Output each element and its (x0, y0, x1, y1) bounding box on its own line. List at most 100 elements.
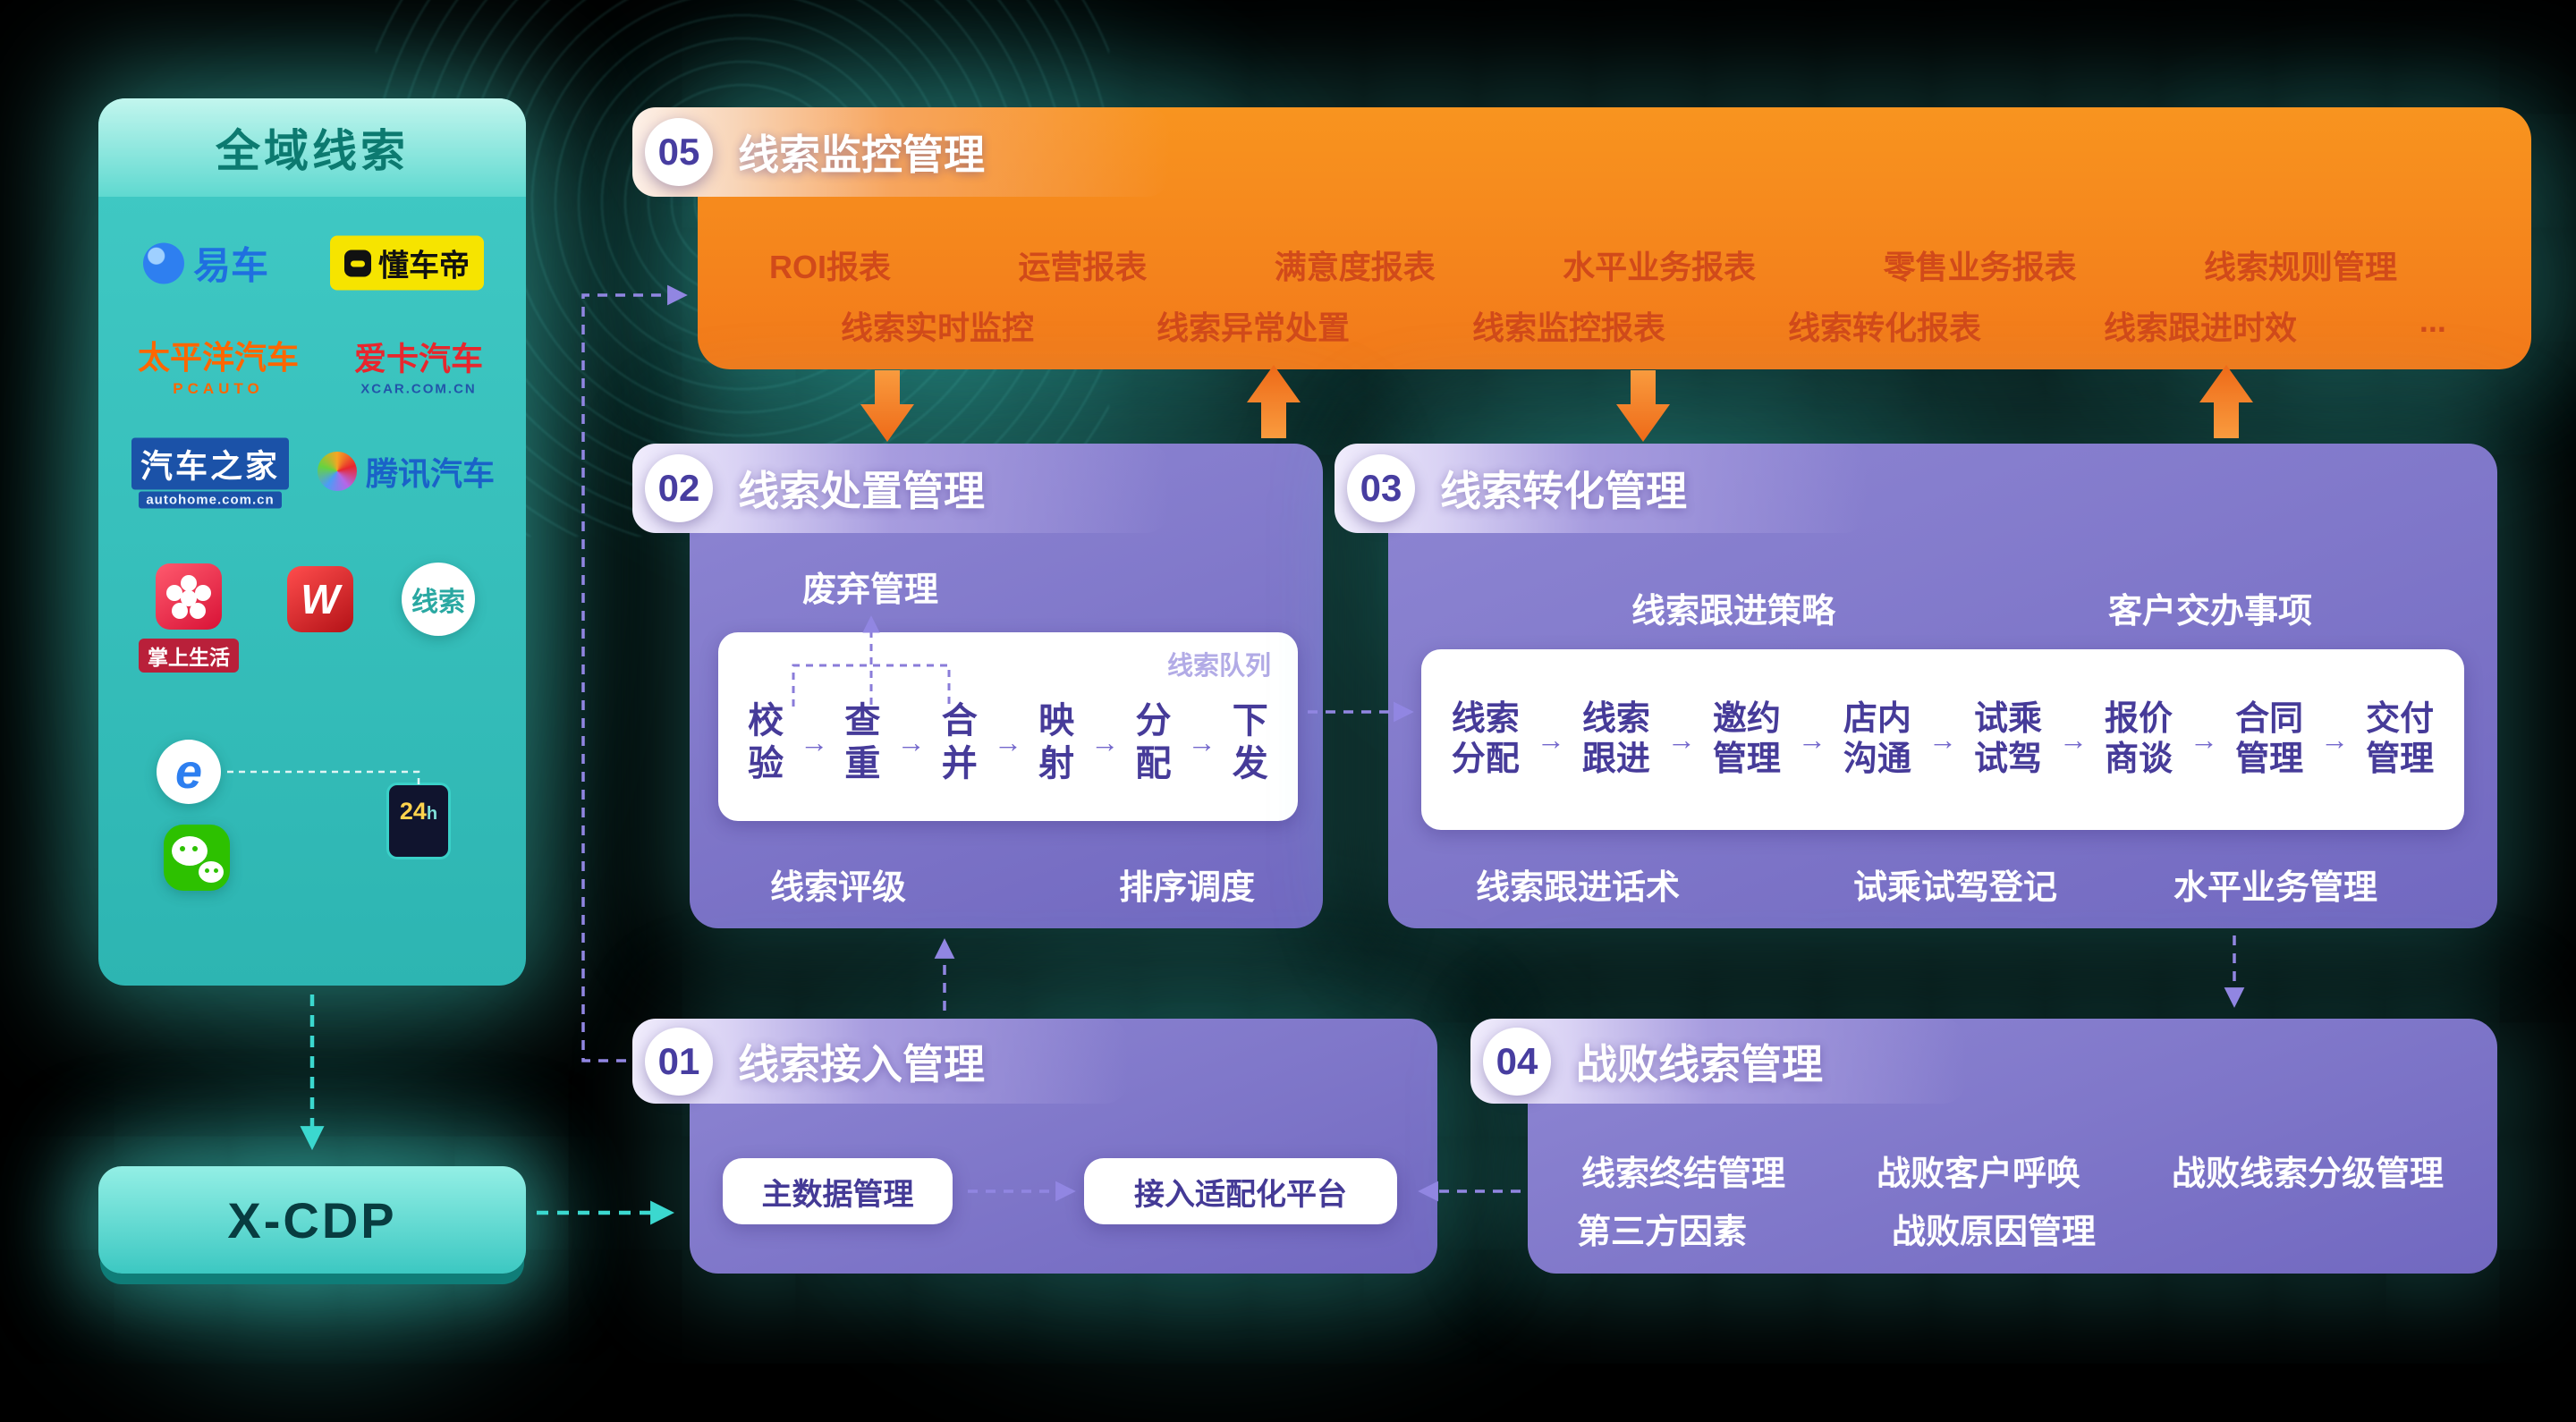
dongchedi-icon (344, 250, 371, 276)
panel-lead-monitoring: 05 线索监控管理 ROI报表 运营报表 满意度报表 水平业务报表 零售业务报表… (632, 107, 2531, 369)
xcdp-block: X-CDP (98, 1166, 526, 1274)
arrow-monitoring-to-disposal (860, 370, 914, 442)
lead-termination-label: 线索终结管理 (1581, 1155, 1786, 1193)
zhangshang-app-icon (156, 563, 222, 630)
monitoring-item: 线索规则管理 (2203, 249, 2397, 285)
flow-arrow-icon: → (1797, 723, 1826, 756)
panel-05-number: 05 (645, 118, 713, 186)
monitoring-item: 满意度报表 (1274, 249, 1436, 285)
flow-arrow-icon: → (1187, 726, 1216, 758)
step: 映射 (1038, 701, 1075, 783)
discard-management-label: 废弃管理 (801, 571, 939, 609)
monitoring-item: 线索跟进时效 (2103, 309, 2297, 346)
flow-arrow-icon: → (800, 726, 829, 758)
step: 试乘试驾 (1973, 700, 2042, 778)
defeated-row1: 线索终结管理 战败客户呼唤 战败线索分级管理 (1581, 1146, 2444, 1195)
third-party-factor-label: 第三方因素 (1577, 1214, 1748, 1251)
panel-02-title: 线索处置管理 (738, 468, 985, 514)
arrow-monitoring-to-conversion (1616, 370, 1670, 442)
panel-03-badge: 03 线索转化管理 (1335, 444, 1868, 533)
panel-05-title: 线索监控管理 (738, 131, 985, 178)
monitoring-item: ROI报表 (769, 249, 892, 285)
logo-zhangshang: 掌上生活 (139, 563, 239, 673)
monitoring-item: 零售业务报表 (1883, 249, 2077, 285)
defeated-row2: 第三方因素 战败原因管理 (1577, 1204, 2096, 1253)
monitoring-item-ellipsis: ... (2419, 302, 2446, 339)
monitoring-item: 水平业务报表 (1563, 249, 1757, 285)
step: 店内沟通 (1843, 700, 1911, 778)
sort-scheduling-label: 排序调度 (1118, 869, 1256, 907)
lead-rating-label: 线索评级 (769, 869, 907, 907)
step: 下发 (1232, 701, 1268, 783)
monitoring-item: 线索异常处置 (1156, 309, 1350, 346)
logo-w-app: W (287, 566, 353, 632)
panel-04-badge: 04 战败线索管理 (1470, 1019, 1966, 1104)
disposal-steps: 校验 → 查重 → 合并 → 映射 → 分配 → 下发 (738, 664, 1278, 821)
flow-arrow-icon: → (2320, 723, 2350, 756)
panel-defeated-leads: 04 战败线索管理 线索终结管理 战败客户呼唤 战败线索分级管理 第三方因素 战… (1470, 1019, 2497, 1274)
yiche-icon (142, 242, 184, 284)
step: 线索分配 (1451, 700, 1520, 778)
panel-lead-disposal: 02 线索处置管理 废弃管理 线索队列 校验 → 查重 → 合并 → 映射 → … (632, 444, 1323, 928)
panel-omni-channel-leads: 全域线索 易车 懂车帝 太平洋汽车 PCAUTO 爱卡汽车 XCAR.COM.C… (98, 98, 526, 986)
arrow-access-to-monitoring (581, 284, 688, 1062)
source-panel-title: 全域线索 (98, 98, 526, 197)
lead-queue-box: 线索队列 校验 → 查重 → 合并 → 映射 → 分配 → 下发 (718, 632, 1298, 821)
logo-dongchedi: 懂车帝 (330, 235, 484, 291)
step: 校验 (748, 701, 784, 783)
arrow-conversion-to-monitoring (2199, 365, 2253, 438)
monitoring-item: 线索转化报表 (1787, 309, 1981, 346)
tencent-icon (317, 452, 357, 491)
flow-arrow-icon: → (1090, 726, 1120, 758)
monitoring-item: 线索监控报表 (1471, 309, 1665, 346)
monitoring-items-row2: 线索实时监控 线索异常处置 线索监控报表 线索转化报表 线索跟进时效 ... (841, 302, 2446, 349)
conversion-steps-box: 线索分配 → 线索跟进 → 邀约管理 → 店内沟通 → 试乘试驾 → 报价商谈 … (1421, 649, 2464, 830)
step: 合同管理 (2235, 700, 2304, 778)
panel-02-badge: 02 线索处置管理 (632, 444, 1169, 533)
access-adaptation-box: 接入适配化平台 (1084, 1158, 1397, 1224)
flow-arrow-icon: → (1928, 723, 1957, 756)
panel-01-number: 01 (645, 1027, 713, 1096)
test-drive-register-label: 试乘试驾登记 (1852, 869, 2058, 907)
defeated-grading-label: 战败线索分级管理 (2171, 1155, 2444, 1193)
step: 合并 (941, 701, 978, 783)
xiansuo-circle-icon: 线索 (402, 563, 475, 636)
step: 报价商谈 (2105, 700, 2174, 778)
flow-arrow-icon: → (993, 726, 1022, 758)
step: 邀约管理 (1712, 700, 1781, 778)
arrow-disposal-to-monitoring (1247, 365, 1301, 438)
panel-01-badge: 01 线索接入管理 (632, 1019, 1128, 1104)
step: 交付管理 (2366, 700, 2435, 778)
step: 分配 (1135, 701, 1172, 783)
panel-lead-conversion: 03 线索转化管理 线索跟进策略 客户交办事项 线索分配 → 线索跟进 → 邀约… (1335, 444, 2497, 928)
logo-pcauto: 太平洋汽车 PCAUTO (137, 339, 300, 397)
logo-xiansuo-badge: 线索 (402, 563, 475, 636)
logo-wechat (164, 825, 230, 891)
flow-arrow-icon: → (1536, 723, 1565, 756)
monitoring-item: 线索实时监控 (841, 309, 1035, 346)
logo-internet-explorer: e (157, 740, 221, 804)
flow-arrow-icon: → (1666, 723, 1696, 756)
24h-icon: 24 h (386, 783, 451, 859)
flow-arrow-icon: → (2190, 723, 2219, 756)
panel-04-number: 04 (1483, 1027, 1551, 1096)
step: 查重 (844, 701, 881, 783)
monitoring-items-row1: ROI报表 运营报表 满意度报表 水平业务报表 零售业务报表 线索规则管理 (769, 241, 2397, 288)
follow-up-strategy-label: 线索跟进策略 (1631, 593, 1836, 631)
panel-03-title: 线索转化管理 (1440, 468, 1687, 514)
defeated-customer-recall-label: 战败客户呼唤 (1876, 1155, 2080, 1193)
wechat-icon (164, 825, 230, 891)
logo-tencent-auto: 腾讯汽车 (317, 448, 495, 495)
logo-24h-service: 24 h (386, 783, 451, 859)
logo-autohome: 汽车之家 autohome.com.cn (131, 437, 290, 509)
defeat-reason-label: 战败原因管理 (1891, 1214, 2096, 1251)
conversion-steps: 线索分配 → 线索跟进 → 邀约管理 → 店内沟通 → 试乘试驾 → 报价商谈 … (1441, 649, 2445, 830)
panel-04-title: 战败线索管理 (1576, 1040, 1823, 1088)
flow-arrow-icon: → (896, 726, 926, 758)
monitoring-item: 运营报表 (1018, 249, 1148, 285)
master-data-box: 主数据管理 (723, 1158, 953, 1224)
flow-arrow-icon: → (2059, 723, 2088, 756)
horizontal-business-label: 水平业务管理 (2173, 869, 2378, 907)
panel-01-title: 线索接入管理 (738, 1040, 985, 1088)
